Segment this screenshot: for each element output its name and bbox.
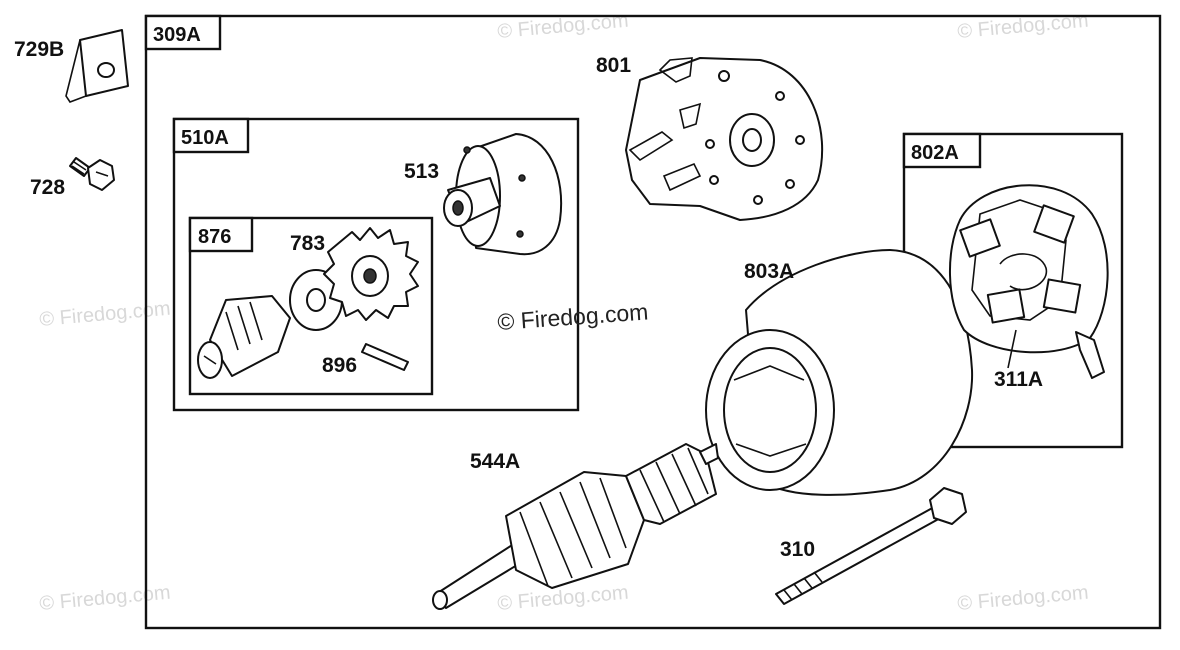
brush-plate-drawing [948,184,1109,379]
watermark-bottom-center: © Firedog.com [497,582,630,615]
watermark-bottom-left: © Firedog.com [39,582,172,615]
pin-drawing [361,343,409,371]
assembly-tag-309a [144,14,222,51]
assembly-tag-802a [902,132,982,169]
watermark-top-right: © Firedog.com [957,10,1090,43]
callout-803a: 803A [744,260,794,283]
callout-801: 801 [596,54,631,77]
callout-310: 310 [780,538,815,561]
callout-783: 783 [290,232,325,255]
end-cap-drawing [625,57,824,221]
watermark-bottom-right: © Firedog.com [957,582,1090,615]
assembly-tag-510a [172,117,250,154]
assembly-box-876 [188,216,434,396]
bolt-drawing [775,487,967,605]
callout-729b: 729B [14,38,64,61]
callout-513: 513 [404,160,439,183]
assembly-label-876: 876 [198,226,231,248]
drive-housing-drawing [443,133,563,256]
assembly-box-309a [144,14,1162,630]
clutch-drawing [197,295,291,379]
assembly-box-510a [172,117,580,412]
callout-311a: 311A [994,368,1043,391]
armature-drawing [432,443,719,610]
callout-728: 728 [30,176,65,199]
watermark-mid-left: © Firedog.com [39,298,172,331]
assembly-tag-876 [188,216,254,253]
housing-drawing [705,249,974,496]
pinion-gear-drawing [323,227,419,321]
watermark-top-center: © Firedog.com [497,10,630,43]
callout-544a: 544A [470,450,520,473]
assembly-label-510a: 510A [181,127,229,149]
screw-drawing [69,157,115,191]
callout-896: 896 [322,354,357,377]
watermark-center: © Firedog.com [497,299,650,335]
assembly-label-309a: 309A [153,24,201,46]
bracket-drawing [65,29,129,103]
washer-drawing [289,269,343,331]
assembly-label-802a: 802A [911,142,959,164]
